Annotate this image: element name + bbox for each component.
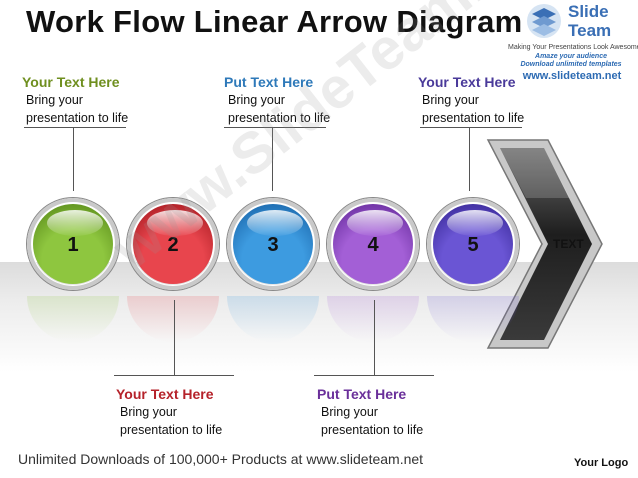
brand-block: Slide Team Making Your Presentations Loo… <box>502 0 638 82</box>
brand-name-line2: Team <box>568 21 612 40</box>
connector-rule <box>114 375 234 376</box>
step-ball-shine <box>47 210 103 236</box>
connector-stem <box>469 127 470 191</box>
step-number: 4 <box>367 234 379 256</box>
label-bottom-left: Your Text Here Bring your presentation t… <box>116 385 222 439</box>
logo-placeholder: Your Logo <box>574 457 629 469</box>
step-ball-shine <box>447 210 503 236</box>
step-number: 2 <box>167 234 179 256</box>
connector-stem <box>73 127 74 191</box>
arrow-label: TEXT <box>553 237 584 251</box>
step-ball-3: 3 <box>227 198 319 290</box>
connector-rule <box>224 127 326 128</box>
label-body-line2: presentation to life <box>422 111 525 125</box>
label-heading: Put Text Here <box>224 74 314 90</box>
label-body-line2: presentation to life <box>26 111 129 125</box>
step-ball-2: 2 <box>127 198 219 290</box>
brand-name: Slide Team <box>568 2 611 40</box>
label-heading: Put Text Here <box>317 386 407 402</box>
brand-promo-1: Amaze your audience <box>535 53 607 60</box>
label-body-line1: Bring your <box>26 93 83 107</box>
label-body-line1: Bring your <box>422 93 479 107</box>
label-top-center: Put Text Here Bring your presentation to… <box>224 73 330 127</box>
label-heading: Your Text Here <box>418 74 516 90</box>
label-body-line1: Bring your <box>321 405 378 419</box>
label-body-line2: presentation to life <box>228 111 331 125</box>
label-heading: Your Text Here <box>116 386 214 402</box>
connector-stem <box>374 300 375 375</box>
label-body-line2: presentation to life <box>120 423 223 437</box>
step-ball-4: 4 <box>327 198 419 290</box>
label-body-line1: Bring your <box>228 93 285 107</box>
connector-rule <box>24 127 126 128</box>
connector-stem <box>174 300 175 375</box>
page-title: Work Flow Linear Arrow Diagram <box>26 4 523 39</box>
label-top-right: Your Text Here Bring your presentation t… <box>418 73 524 127</box>
label-heading: Your Text Here <box>22 74 120 90</box>
step-ball-fill <box>333 204 413 284</box>
step-number: 3 <box>267 234 279 256</box>
step-number: 5 <box>467 234 479 256</box>
slideteam-logo-icon <box>527 4 561 38</box>
step-ball-1: 1 <box>27 198 119 290</box>
label-bottom-right: Put Text Here Bring your presentation to… <box>317 385 423 439</box>
step-number: 1 <box>67 234 79 256</box>
step-ball-shine <box>247 210 303 236</box>
connector-stem <box>272 127 273 191</box>
step-ball-shine <box>347 210 403 236</box>
brand-url[interactable]: www.slideteam.net <box>522 70 622 82</box>
chevron-arrow-icon <box>486 139 603 349</box>
step-ball-fill <box>433 204 513 284</box>
step-ball-shine <box>147 210 203 236</box>
step-ball-fill <box>133 204 213 284</box>
brand-tagline: Making Your Presentations Look Awesome <box>508 44 638 51</box>
brand-name-line1: Slide <box>568 2 609 21</box>
footer-promo: Unlimited Downloads of 100,000+ Products… <box>18 451 424 467</box>
label-body-line1: Bring your <box>120 405 177 419</box>
label-top-left: Your Text Here Bring your presentation t… <box>22 73 128 127</box>
connector-rule <box>314 375 434 376</box>
connector-rule <box>420 127 522 128</box>
brand-promo-2: Download unlimited templates <box>520 61 622 68</box>
step-ball-fill <box>33 204 113 284</box>
step-ball-5: 5 <box>427 198 519 290</box>
step-ball-fill <box>233 204 313 284</box>
label-body-line2: presentation to life <box>321 423 424 437</box>
